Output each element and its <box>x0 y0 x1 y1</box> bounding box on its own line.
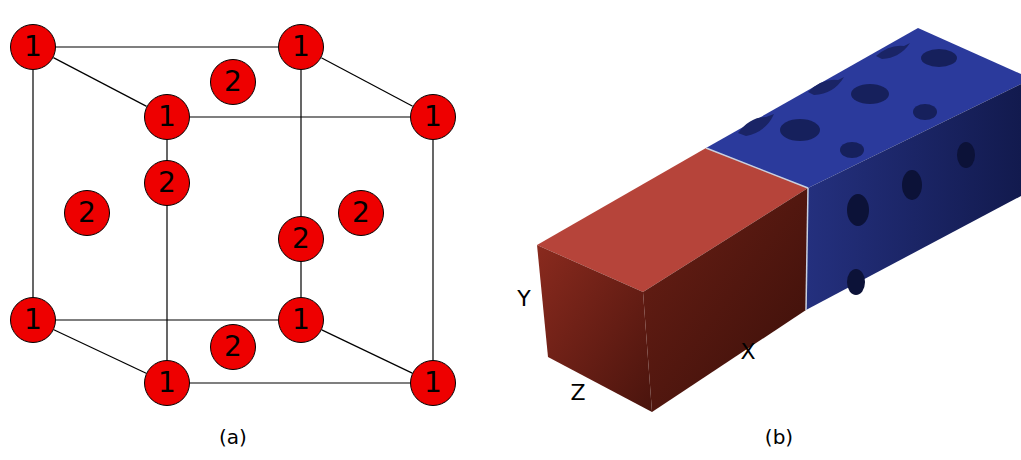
atom-number: 2 <box>292 225 310 253</box>
atom-circle: 2 <box>338 190 384 236</box>
atom-circle: 2 <box>144 160 190 206</box>
atom-circle: 1 <box>410 360 456 406</box>
atom-number: 1 <box>158 369 176 397</box>
atom-number: 2 <box>158 169 176 197</box>
atom-number: 2 <box>224 68 242 96</box>
cube-edge <box>56 319 278 320</box>
atom-number: 2 <box>224 333 242 361</box>
atom-circle: 1 <box>10 24 56 70</box>
cube-edge <box>54 330 146 373</box>
atom-circle: 2 <box>278 216 324 262</box>
panel-label: (a) <box>219 427 247 447</box>
atom-circle: 1 <box>144 360 190 406</box>
cube-edge <box>432 140 433 360</box>
cube-edge <box>322 330 412 373</box>
cube-edge <box>53 58 146 107</box>
cube-edge <box>190 382 410 383</box>
atom-number: 2 <box>352 199 370 227</box>
atom-circle: 2 <box>64 190 110 236</box>
atom-circle: 1 <box>278 24 324 70</box>
atom-number: 1 <box>424 103 442 131</box>
cube-edge <box>321 58 412 106</box>
atom-number: 1 <box>158 103 176 131</box>
panel-label: (b) <box>765 427 793 447</box>
atom-circle: 2 <box>210 59 256 105</box>
atom-number: 2 <box>78 199 96 227</box>
cube-edge <box>32 70 33 297</box>
cube-edge <box>56 46 278 47</box>
atom-circle: 1 <box>144 94 190 140</box>
atom-number: 1 <box>424 369 442 397</box>
atom-number: 1 <box>24 306 42 334</box>
red-block <box>537 148 808 412</box>
atom-number: 1 <box>24 33 42 61</box>
atom-circle: 1 <box>410 94 456 140</box>
atom-circle: 1 <box>10 297 56 343</box>
atom-number: 1 <box>292 306 310 334</box>
axis-label: Y <box>517 288 530 310</box>
cube-edge <box>190 116 410 117</box>
atom-number: 1 <box>292 33 310 61</box>
axis-label: Z <box>570 382 585 404</box>
axis-label: X <box>740 341 755 363</box>
atom-circle: 1 <box>278 297 324 343</box>
cube-edge <box>300 70 301 297</box>
atom-circle: 2 <box>210 324 256 370</box>
